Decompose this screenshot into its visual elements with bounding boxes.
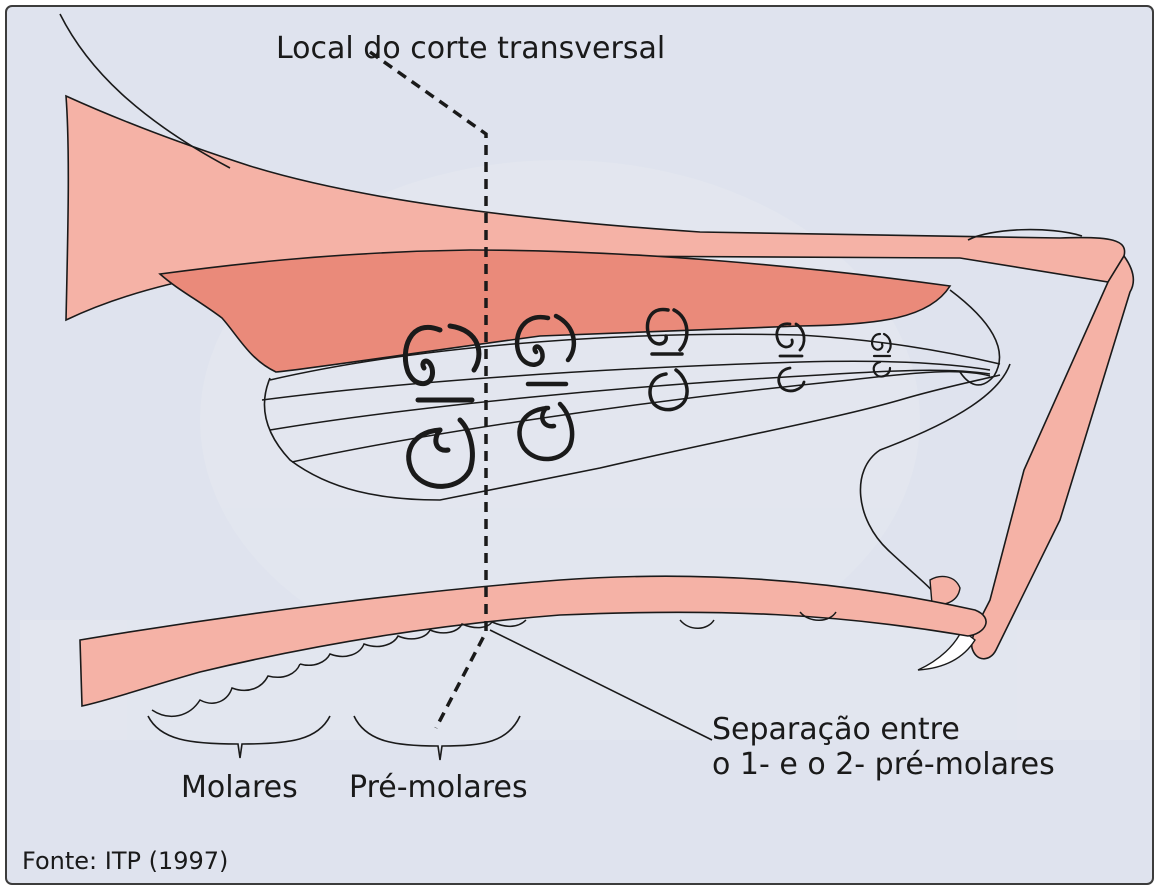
premolars-label: Pré-molares — [349, 771, 528, 806]
separation-label-line1: Separação entre — [712, 713, 1055, 748]
separation-label: Separação entre o 1- e o 2- pré-molares — [712, 713, 1055, 782]
cut-location-label: Local do corte transversal — [276, 32, 665, 67]
molars-label: Molares — [181, 771, 298, 806]
separation-label-line2: o 1- e o 2- pré-molares — [712, 748, 1055, 783]
source-caption: Fonte: ITP (1997) — [22, 848, 228, 876]
